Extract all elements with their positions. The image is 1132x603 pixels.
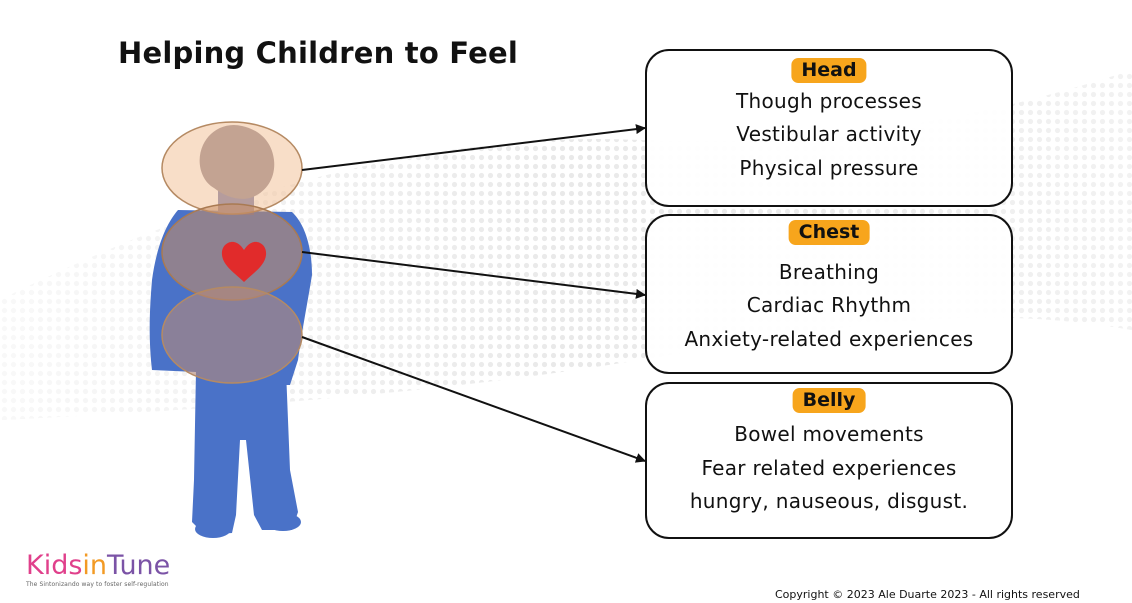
belly-line-2: Fear related experiences [647, 456, 1011, 480]
logo-tagline: The Sintonizando way to foster self-regu… [26, 581, 170, 588]
chest-arrow [302, 252, 645, 295]
head-box: Head Though processes Vestibular activit… [645, 49, 1013, 207]
belly-line-3: hungry, nauseous, disgust. [647, 489, 1011, 513]
logo-kids-text: Kids [26, 550, 82, 581]
belly-arrow [302, 337, 645, 461]
chest-tag: Chest [789, 220, 870, 245]
kidsintune-logo: KidsinTune The Sintonizando way to foste… [26, 552, 170, 588]
head-zone-circle [162, 122, 302, 214]
belly-tag: Belly [793, 388, 866, 413]
page-title: Helping Children to Feel [118, 36, 518, 70]
copyright-notice: Copyright © 2023 Ale Duarte 2023 - All r… [775, 588, 1080, 601]
belly-zone-circle [162, 287, 302, 383]
chest-line-2: Cardiac Rhythm [647, 293, 1011, 317]
logo-tune-text: Tune [107, 550, 170, 581]
head-line-1: Though processes [647, 89, 1011, 113]
head-line-3: Physical pressure [647, 156, 1011, 180]
head-tag: Head [791, 58, 866, 83]
head-arrow [302, 128, 645, 170]
belly-box: Belly Bowel movements Fear related exper… [645, 382, 1013, 539]
logo-in-text: in [82, 550, 107, 581]
head-line-2: Vestibular activity [647, 122, 1011, 146]
chest-line-3: Anxiety-related experiences [647, 327, 1011, 351]
chest-line-1: Breathing [647, 260, 1011, 284]
belly-line-1: Bowel movements [647, 422, 1011, 446]
chest-box: Chest Breathing Cardiac Rhythm Anxiety-r… [645, 214, 1013, 374]
